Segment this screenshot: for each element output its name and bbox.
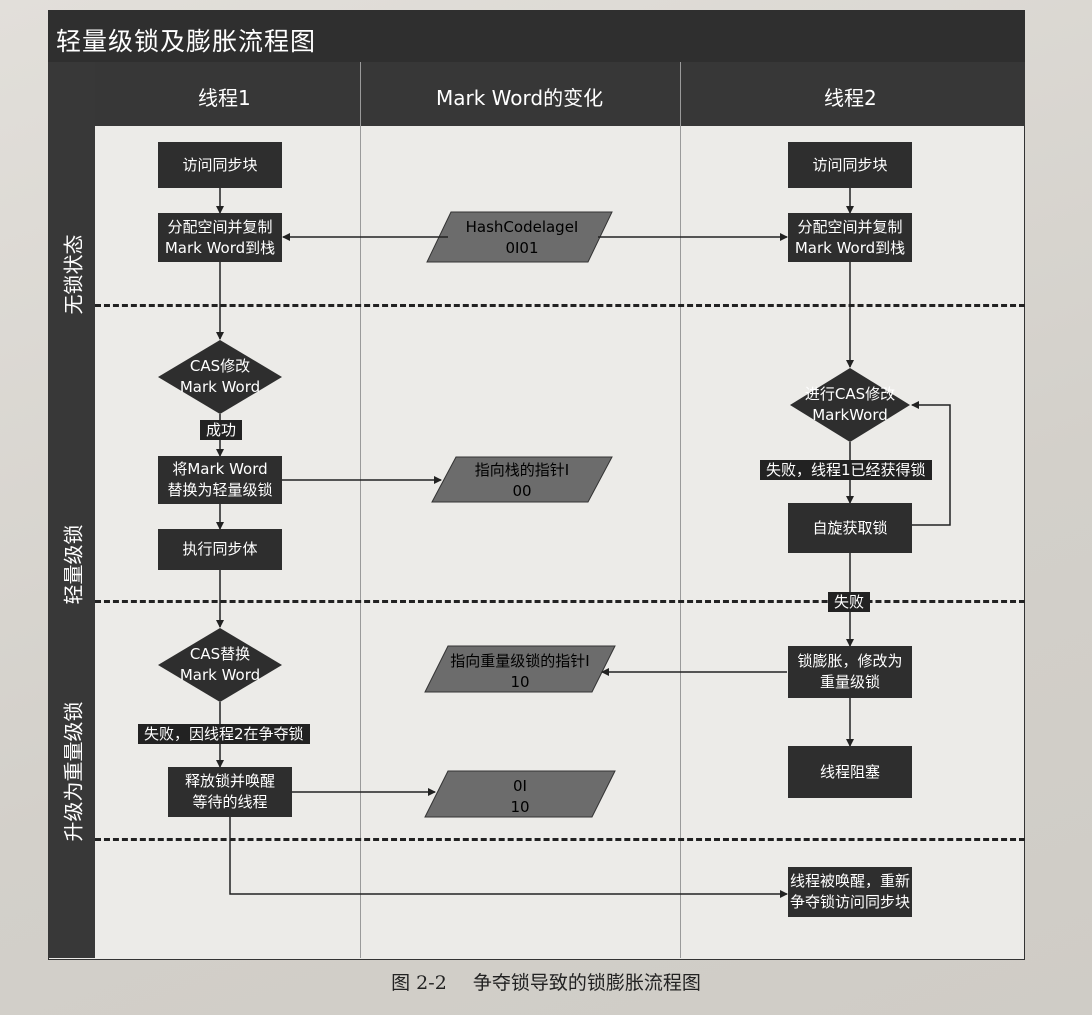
state-column <box>48 62 95 958</box>
markword-heavy-pointer-parallelogram <box>424 645 616 693</box>
diagram-title-bar: 轻量级锁及膨胀流程图 <box>48 10 1025 66</box>
thread2-block-box: 线程阻塞 <box>788 746 912 798</box>
state-separator-3 <box>95 838 1025 841</box>
thread2-spin-label: 自旋获取锁 <box>812 518 888 537</box>
thread2-access-label: 访问同步块 <box>812 155 888 174</box>
thread2-inflate-label-2: 重量级锁 <box>819 673 880 691</box>
state-separator-2 <box>95 600 1025 603</box>
markword-hashcode-label-2: 0I01 <box>505 239 539 257</box>
thread2-inflate-box: 锁膨胀，修改为 重量级锁 <box>788 646 912 698</box>
thread1-cas-diamond <box>158 340 282 414</box>
figure-caption: 图 2-2 争夺锁导致的锁膨胀流程图 <box>0 968 1092 995</box>
thread2-spin-box: 自旋获取锁 <box>788 503 912 553</box>
lane-divider-1 <box>360 62 361 958</box>
thread1-release-label-2: 等待的线程 <box>192 793 268 811</box>
thread1-replace-label-1: 将Mark Word <box>172 460 268 478</box>
markword-hashcode-label-1: HashCodelageI <box>465 218 579 236</box>
thread2-cas-diamond <box>790 368 910 442</box>
diagram-title: 轻量级锁及膨胀流程图 <box>56 27 317 56</box>
thread1-execute-box: 执行同步体 <box>158 529 282 570</box>
figure-caption-text: 争夺锁导致的锁膨胀流程图 <box>472 972 701 994</box>
markword-stack-pointer-label-2: 00 <box>512 482 532 500</box>
lane-divider-2 <box>680 62 681 958</box>
thread1-execute-label: 执行同步体 <box>182 540 258 558</box>
markword-stack-pointer-text: 指向栈的指针I 00 <box>442 460 602 502</box>
thread1-alloc-label-1: 分配空间并复制 <box>167 217 273 236</box>
thread2-cas-label-2: MarkWord <box>812 406 888 424</box>
flow-arrows <box>216 188 951 898</box>
thread1-access-label: 访问同步块 <box>182 155 258 174</box>
markword-stack-pointer-label-1: 指向栈的指针I <box>474 461 570 479</box>
thread2-inflate-label-1: 锁膨胀，修改为 <box>797 652 903 670</box>
markword-stack-pointer-parallelogram <box>431 456 613 503</box>
thread2-block-label: 线程阻塞 <box>819 762 880 781</box>
markword-zero-parallelogram <box>424 770 616 818</box>
thread2-wake-label-2: 争夺锁访问同步块 <box>789 893 910 911</box>
thread2-cas-label-1: 进行CAS修改 <box>804 385 896 403</box>
column-header-thread2: 线程2 <box>824 86 877 110</box>
markword-zero-label-2: 10 <box>510 798 530 816</box>
column-header-markword: Mark Word的变化 <box>436 86 604 110</box>
thread2-alloc-box: 分配空间并复制 Mark Word到栈 <box>788 213 912 262</box>
thread1-alloc-label-2: Mark Word到栈 <box>164 238 276 257</box>
thread1-cas-label-2: Mark Word <box>179 378 261 396</box>
markword-heavy-pointer-label-1: 指向重量级锁的指针I <box>450 652 590 670</box>
thread2-alloc-label-2: Mark Word到栈 <box>794 238 906 257</box>
thread2-alloc-label-1: 分配空间并复制 <box>797 217 903 236</box>
markword-hashcode-parallelogram <box>426 211 613 263</box>
thread1-release-label-1: 释放锁并唤醒 <box>184 772 275 790</box>
thread1-replace-box: 将Mark Word 替换为轻量级锁 <box>158 456 282 504</box>
thread2-wake-label-1: 线程被唤醒，重新 <box>789 872 910 890</box>
thread2-access-box: 访问同步块 <box>788 142 912 188</box>
state-separator-1 <box>95 304 1025 307</box>
thread2-fail2-tag: 失败 <box>828 592 871 612</box>
markword-zero-label-1: 0I <box>513 777 527 795</box>
markword-zero-text: 0I 10 <box>435 776 605 818</box>
markword-heavy-pointer-text: 指向重量级锁的指针I 10 <box>435 651 605 693</box>
thread2-fail-tag: 失败，线程1已经获得锁 <box>760 460 932 480</box>
column-header-thread1: 线程1 <box>198 86 251 110</box>
figure-number: 图 2-2 <box>391 972 447 994</box>
thread1-cas-replace-label-2: Mark Word <box>179 666 261 684</box>
column-header-row: 线程1 Mark Word的变化 线程2 <box>95 62 1025 126</box>
thread1-fail-tag: 失败，因线程2在争夺锁 <box>138 724 310 744</box>
markword-heavy-pointer-label-2: 10 <box>510 673 530 691</box>
thread1-cas-text: CAS修改 Mark Word <box>170 356 270 398</box>
thread1-replace-label-2: 替换为轻量级锁 <box>167 481 273 499</box>
thread1-cas-replace-label-1: CAS替换 <box>189 645 251 663</box>
thread2-cas-text: 进行CAS修改 MarkWord <box>795 384 905 426</box>
thread1-cas-label-1: CAS修改 <box>189 357 251 375</box>
thread1-cas-replace-diamond <box>158 628 282 702</box>
thread1-alloc-box: 分配空间并复制 Mark Word到栈 <box>158 213 282 262</box>
thread1-success-tag: 成功 <box>200 420 243 440</box>
thread1-access-box: 访问同步块 <box>158 142 282 188</box>
thread1-cas-replace-text: CAS替换 Mark Word <box>170 644 270 686</box>
markword-hashcode-text: HashCodelageI 0I01 <box>442 217 602 259</box>
thread2-wake-box: 线程被唤醒，重新 争夺锁访问同步块 <box>788 867 912 917</box>
thread1-release-box: 释放锁并唤醒 等待的线程 <box>168 767 292 817</box>
